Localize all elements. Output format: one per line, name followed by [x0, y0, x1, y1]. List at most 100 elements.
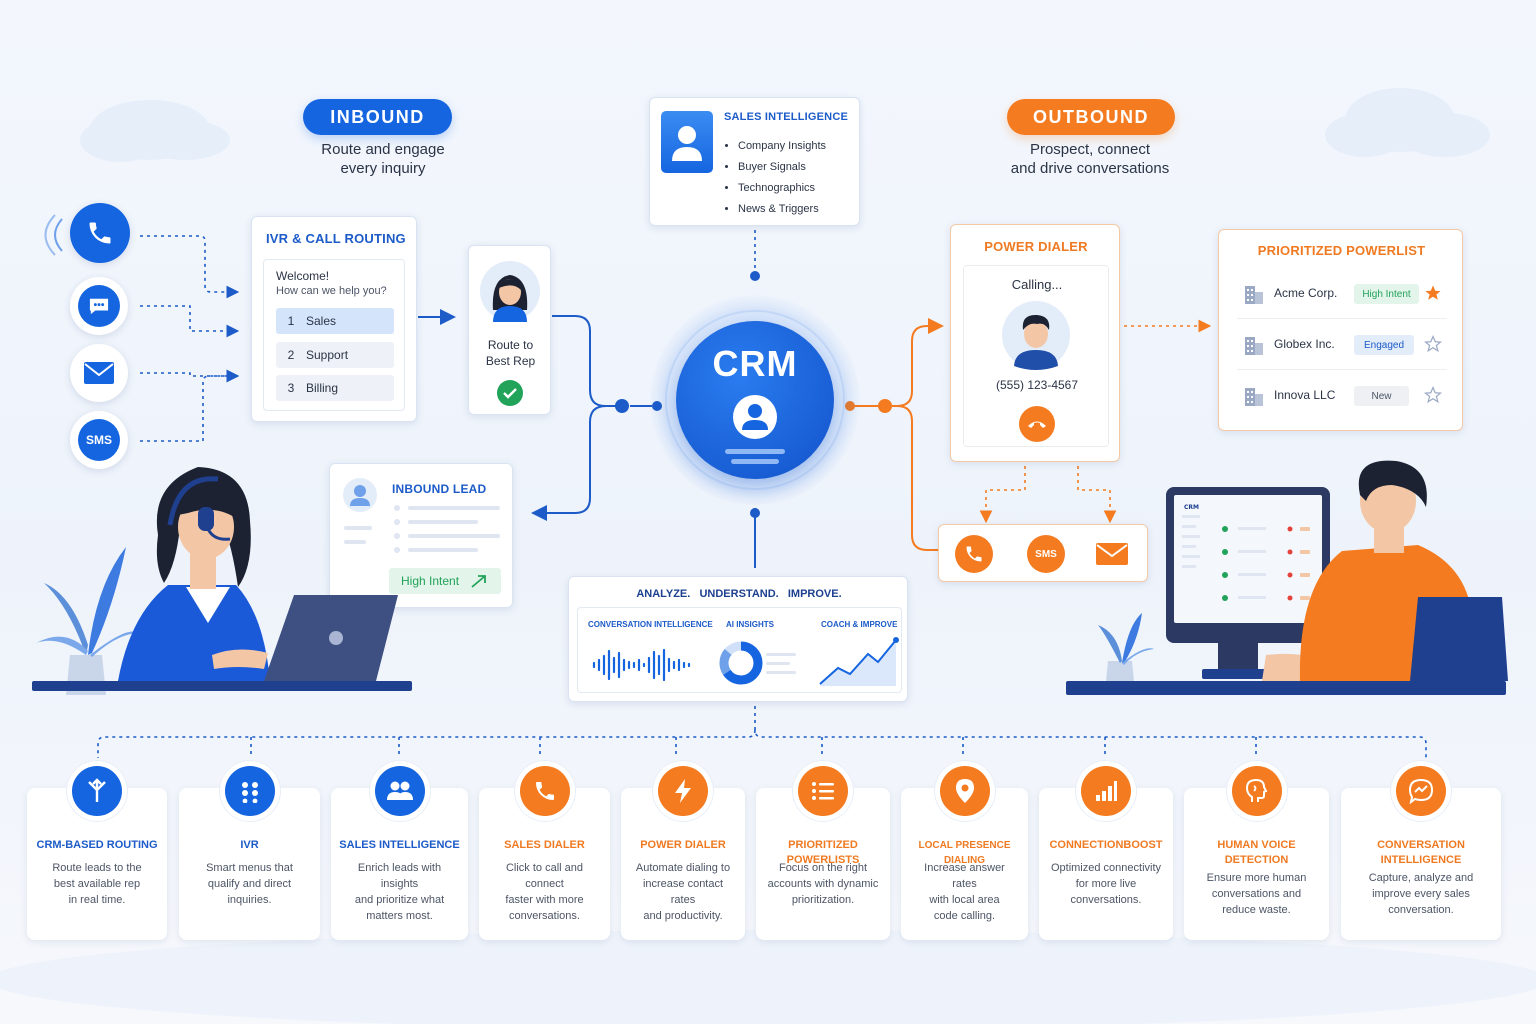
powerlist-company: Globex Inc. — [1274, 337, 1335, 351]
sms-label: SMS — [85, 433, 112, 447]
route-best-rep-card: Route to Best Rep — [468, 245, 551, 415]
waveform-icon — [592, 648, 691, 682]
analyze-panel: ANALYZE. UNDERSTAND. IMPROVE. CONVERSATI… — [568, 576, 908, 702]
powerlist-row[interactable]: Innova LLC — [1243, 380, 1443, 410]
crm-label: CRM — [712, 343, 798, 384]
ivr-option-support[interactable]: 2 Support — [276, 342, 394, 368]
trend-up-icon — [471, 575, 486, 588]
feature-card-prioritized-powerlists[interactable]: PRIORITIZED POWERLISTS Focus on the righ… — [756, 766, 890, 940]
feature-card-local-presence[interactable]: LOCAL PRESENCE DIALING Increase answer r… — [901, 766, 1028, 940]
power-dialer-title: POWER DIALER — [984, 239, 1088, 254]
donut-chart-icon — [719, 641, 796, 685]
conversation-intel-label: CONVERSATION INTELLIGENCE — [588, 620, 713, 629]
outbound-badge: OUTBOUND — [1007, 99, 1175, 135]
outbound-call-button[interactable] — [955, 535, 993, 573]
chat-channel-button[interactable] — [70, 277, 128, 335]
ivr-card-title: IVR & CALL ROUTING — [266, 231, 406, 246]
ivr-menu-panel: Welcome! How can we help you? 1 Sales 2 … — [263, 259, 405, 411]
route-text-line-2: Best Rep — [485, 354, 536, 368]
phone-icon — [89, 222, 111, 244]
dialer-phone-number: (555) 123-4567 — [995, 378, 1079, 392]
row-divider — [1237, 369, 1447, 370]
outbound-tagline-line-2: and drive conversations — [1010, 160, 1170, 177]
hang-up-button[interactable] — [1019, 406, 1055, 442]
inbound-agent-illustration — [32, 467, 412, 695]
envelope-icon — [84, 362, 114, 384]
row-divider — [1237, 318, 1447, 319]
star-filled-icon[interactable] — [1424, 284, 1442, 302]
ivr-prompt: How can we help you? — [276, 285, 387, 297]
ivr-call-routing-card: IVR & CALL ROUTING Welcome! How can we h… — [251, 216, 417, 422]
outbound-email-button[interactable] — [1095, 542, 1129, 571]
outbound-sms-button[interactable]: SMS — [1027, 535, 1065, 573]
inbound-tagline-line-2: every inquiry — [340, 160, 426, 177]
ivr-option-sales[interactable]: 1 Sales — [276, 308, 394, 334]
feature-desc-line: and productivity. — [643, 910, 723, 922]
feature-desc-line: increase contact rates — [642, 878, 724, 906]
email-channel-button[interactable] — [70, 344, 128, 402]
users-icon — [374, 766, 425, 816]
powerlist-row[interactable]: Globex Inc. — [1243, 329, 1443, 359]
sales-intel-title: SALES INTELLIGENCE — [724, 111, 848, 123]
feature-title: HUMAN VOICE DETECTION — [1188, 838, 1325, 868]
feature-desc-line: Capture, analyze and — [1368, 872, 1474, 884]
feature-title: POWER DIALER — [640, 839, 726, 851]
calling-status: Calling... — [1011, 277, 1063, 292]
crm-hub[interactable]: CRM — [676, 321, 834, 479]
feature-title-line: HUMAN VOICE — [1217, 839, 1296, 851]
sales-intel-list: Company Insights Buyer Signals Technogra… — [738, 136, 826, 220]
outbound-channels-bar: SMS — [938, 524, 1148, 582]
powerlist-company: Acme Corp. — [1274, 286, 1338, 300]
lightning-icon — [658, 766, 708, 816]
feature-desc-line: Click to call and connect — [505, 862, 584, 890]
star-outline-icon[interactable] — [1424, 386, 1442, 404]
feature-title-line: INTELLIGENCE — [1380, 854, 1462, 866]
phone-channel-button[interactable] — [70, 203, 130, 263]
star-outline-icon[interactable] — [1424, 335, 1442, 353]
outbound-tagline: Prospect, connect and drive conversation… — [985, 140, 1195, 178]
phone-icon — [966, 546, 982, 562]
user-profile-icon — [725, 395, 785, 464]
analyze-title: ANALYZE. UNDERSTAND. IMPROVE. — [636, 588, 842, 600]
analyze-inner: CONVERSATION INTELLIGENCE AI INSIGHTS CO… — [577, 607, 902, 693]
feature-desc-line: code calling. — [933, 910, 996, 922]
feature-desc-line: matters most. — [366, 910, 433, 922]
feature-title-line: DETECTION — [1224, 854, 1289, 866]
sales-intel-item: News & Triggers — [738, 199, 826, 220]
feature-desc-line: prioritization. — [791, 894, 855, 906]
lead-detail-placeholder — [344, 505, 500, 553]
ivr-option-billing[interactable]: 3 Billing — [276, 375, 394, 401]
dialer-screen: Calling... (555) 123-4567 — [963, 265, 1109, 447]
power-dialer-card: POWER DIALER Calling... (555) 123-4567 — [950, 224, 1120, 462]
feature-desc-line: inquiries. — [227, 894, 272, 906]
sales-intelligence-card: SALES INTELLIGENCE Company Insights Buye… — [649, 97, 860, 226]
feature-card-sales-intelligence[interactable]: SALES INTELLIGENCE Enrich leads with ins… — [331, 766, 468, 940]
envelope-icon — [1096, 543, 1128, 565]
feature-desc-line: Smart menus that — [206, 862, 293, 874]
powerlist-row[interactable]: Acme Corp. — [1243, 278, 1443, 308]
check-icon — [497, 380, 523, 406]
hang-up-icon — [1028, 421, 1046, 428]
sms-channel-button[interactable]: SMS — [70, 411, 128, 469]
signal-waves-icon — [44, 214, 63, 256]
feature-desc-line: conversations and — [1211, 888, 1302, 900]
sales-intel-item: Technographics — [738, 178, 826, 199]
route-text-line-1: Route to — [487, 338, 534, 352]
feature-desc-line: with local area — [929, 894, 1000, 906]
ivr-option-number: 2 — [287, 348, 295, 362]
feature-desc-line: conversations. — [1070, 894, 1142, 906]
